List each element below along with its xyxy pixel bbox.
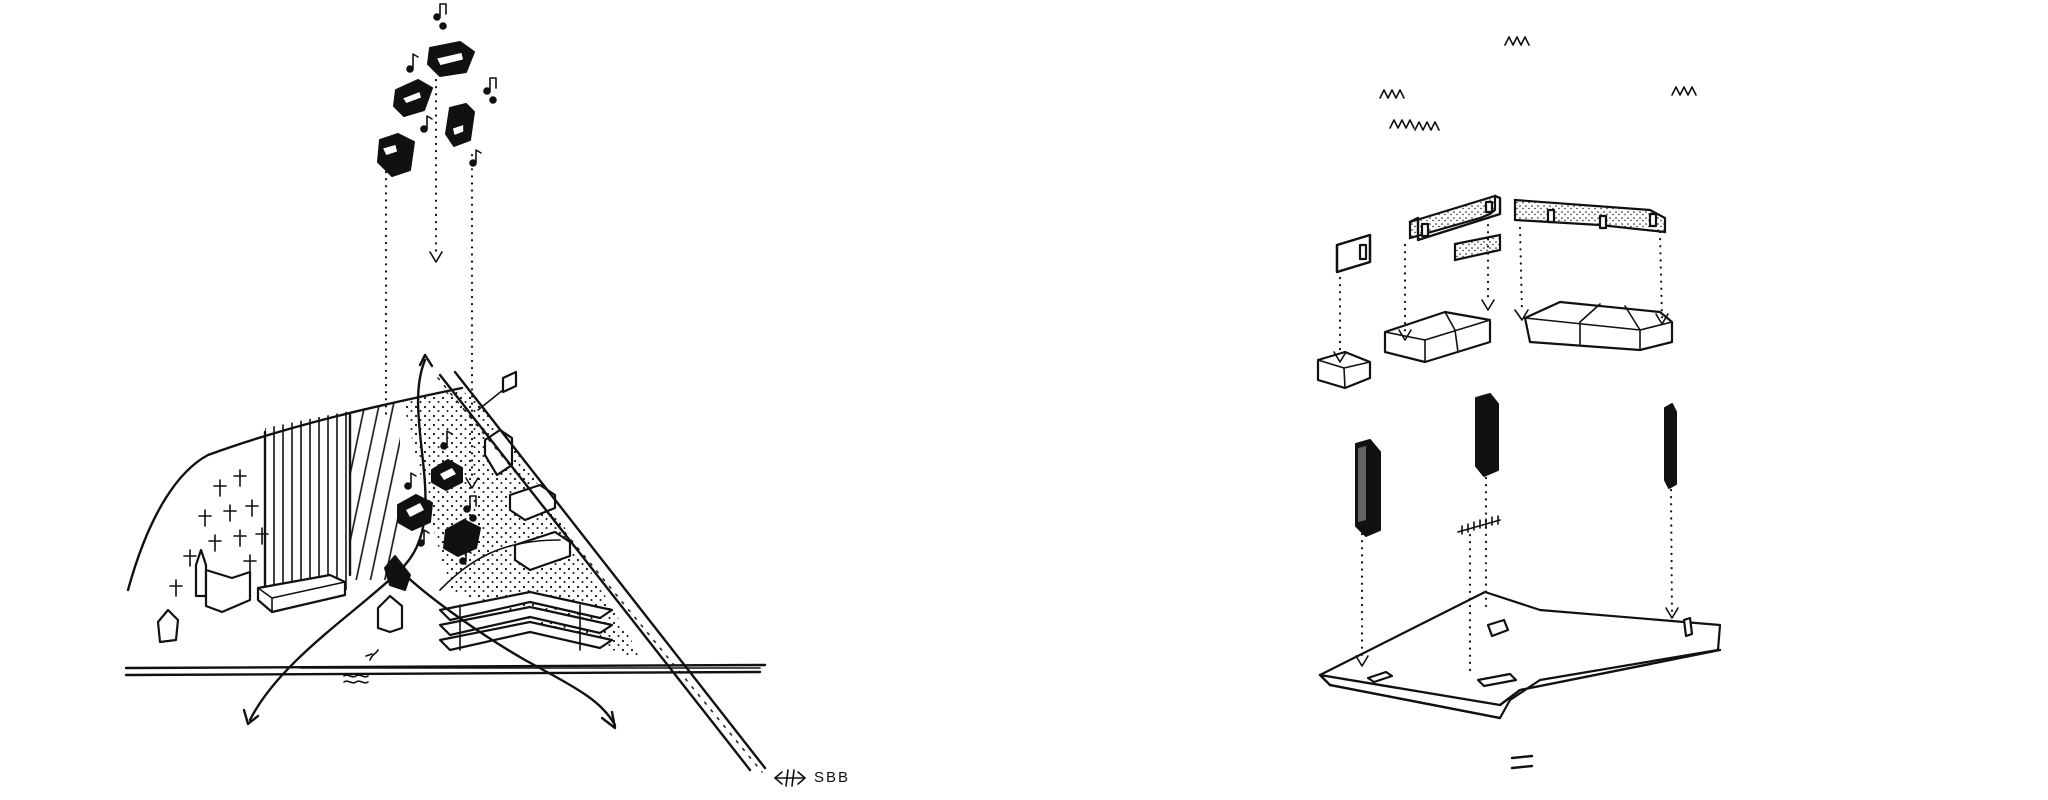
music-notes-floating [406, 3, 497, 167]
roof-slabs [1335, 194, 1667, 274]
long-building [256, 573, 347, 614]
railway-label: SBB [814, 769, 851, 786]
river [124, 649, 767, 684]
music-notes-site [404, 430, 477, 565]
cemetery-crosses [169, 469, 269, 597]
floating-pavilions [377, 41, 475, 177]
box-volumes [1316, 300, 1674, 390]
equals-mark [1510, 754, 1534, 770]
crowd-icons [1379, 36, 1697, 131]
base-slab [1318, 590, 1722, 720]
drop-lines-right [1333, 216, 1679, 672]
exploded-axonometric-diagram [1316, 36, 1722, 770]
church-building [194, 548, 252, 614]
hatched-marker [1457, 515, 1501, 535]
railway-legend-icon [774, 769, 806, 787]
riverside-house [376, 594, 404, 634]
drop-lines [384, 78, 479, 489]
dark-walls [1355, 393, 1677, 537]
sign-marker [501, 370, 518, 394]
circulation-paths [242, 353, 617, 730]
railway-track [437, 370, 767, 773]
land-outline [126, 386, 464, 592]
small-house [156, 608, 180, 644]
site-plan-diagram [124, 3, 767, 773]
